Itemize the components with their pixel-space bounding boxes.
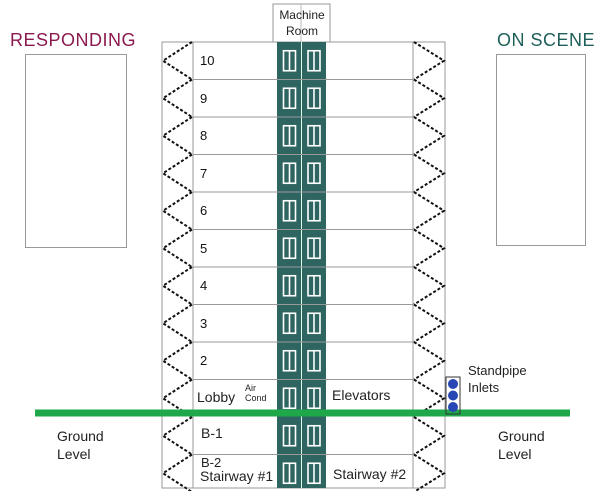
floor-label-5: 5 xyxy=(200,240,208,256)
responding-header: RESPONDING xyxy=(10,30,137,50)
standpipe-inlet xyxy=(448,379,458,389)
ground-level-left-label: Ground Level xyxy=(57,427,104,463)
floor-label-2: 2 xyxy=(200,353,208,368)
lobby-label: Lobby xyxy=(197,389,236,405)
air-cond-line2: Cond xyxy=(245,393,267,403)
stairway-2-label: Stairway #2 xyxy=(333,466,407,482)
stair-flight xyxy=(161,453,193,491)
basement-2-label: B-2 xyxy=(201,455,222,470)
air-cond-line1: Air xyxy=(245,383,256,393)
machine-room-line2: Room xyxy=(285,24,318,38)
stair-flight xyxy=(161,116,193,156)
stair-flight xyxy=(161,266,193,306)
standpipe-inlet-box xyxy=(445,376,461,415)
ground-left-line1: Ground xyxy=(57,428,104,444)
stair-flight xyxy=(413,416,446,456)
standpipe-inlets xyxy=(448,379,458,412)
stairway-2-zigzag xyxy=(413,41,446,491)
elevator-cars xyxy=(282,49,321,485)
ground-left-line2: Level xyxy=(57,446,91,462)
stair-flight xyxy=(413,191,446,231)
on-scene-panel[interactable] xyxy=(496,54,586,246)
machine-room-line1: Machine xyxy=(279,8,325,22)
stair-flight xyxy=(413,41,446,81)
machine-room-label: Machine Room xyxy=(270,7,334,39)
floor-label-7: 7 xyxy=(200,165,208,181)
basement-1-label: B-1 xyxy=(201,425,223,441)
ground-right-line1: Ground xyxy=(498,428,545,444)
stair-flight xyxy=(413,303,446,343)
standpipe-inlets-label: Standpipe Inlets xyxy=(468,362,527,396)
elevators-label: Elevators xyxy=(332,387,391,403)
stair-flight xyxy=(161,153,193,193)
ground-level-right-label: Ground Level xyxy=(498,427,545,463)
responding-panel[interactable] xyxy=(25,54,127,248)
stair-flight xyxy=(161,228,193,268)
stair-flight xyxy=(161,41,193,81)
standpipe-inlet xyxy=(448,402,458,412)
stair-flight xyxy=(413,153,446,193)
floor-label-6: 6 xyxy=(200,203,208,218)
stair-flight xyxy=(161,78,193,118)
floor-label-4: 4 xyxy=(200,278,208,293)
stair-flight xyxy=(413,266,446,306)
stair-flight xyxy=(413,78,446,118)
stair-flight xyxy=(413,341,446,381)
stair-flight xyxy=(161,341,193,381)
floor-label-9: 9 xyxy=(200,90,208,106)
standpipe-inlet xyxy=(448,390,458,401)
standpipe-line2: Inlets xyxy=(468,380,500,395)
stairway-1-zigzag xyxy=(161,41,193,491)
stair-flight xyxy=(413,453,446,491)
air-conditioning-label: Air Cond xyxy=(245,383,267,403)
stair-flight xyxy=(413,116,446,156)
stair-flight xyxy=(413,378,446,418)
floor-label-8: 8 xyxy=(200,128,208,143)
floor-lines xyxy=(193,79,413,455)
stair-flight xyxy=(413,228,446,268)
standpipe-line1: Standpipe xyxy=(468,363,527,378)
floor-label-10: 10 xyxy=(200,53,215,68)
stair-flight xyxy=(161,303,193,343)
stair-flight xyxy=(161,191,193,231)
stairway-1-label: Stairway #1 xyxy=(200,468,274,484)
floor-label-3: 3 xyxy=(200,315,208,331)
stair-flight xyxy=(161,416,193,456)
on-scene-header: ON SCENE xyxy=(497,30,596,50)
ground-right-line2: Level xyxy=(498,446,532,462)
